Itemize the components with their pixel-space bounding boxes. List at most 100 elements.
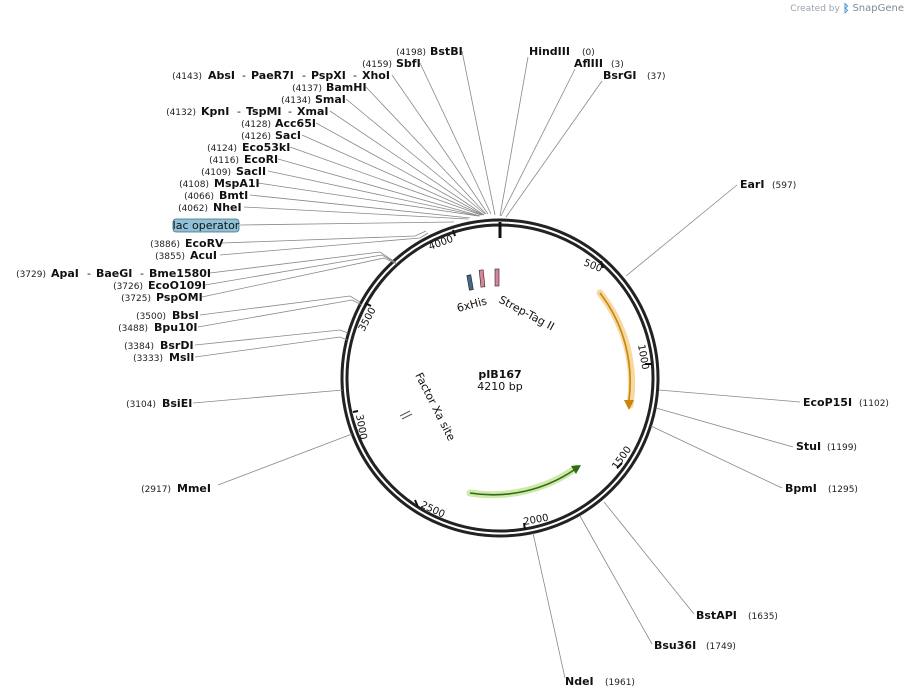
leader-mspa1i <box>257 182 479 217</box>
site-name: BpmI <box>785 482 817 495</box>
site-name: AflIII <box>574 57 603 70</box>
factor-xa-mark-2 <box>401 413 413 420</box>
site-name: StuI <box>796 440 821 453</box>
leader-eari <box>625 184 738 277</box>
site-name: ApaI <box>51 267 79 280</box>
leader-acc65i <box>315 122 484 216</box>
site-pos: (597) <box>772 181 796 191</box>
orf-arc-green-glow <box>466 464 580 499</box>
site-name: BstBI <box>430 45 463 58</box>
tick-label-2000: 2000 <box>523 513 550 528</box>
tick-label-3000: 3000 <box>353 414 368 441</box>
leader-ecop15i <box>658 389 801 403</box>
leader-ecorv <box>221 230 427 244</box>
site-pos: (4062) <box>178 204 208 214</box>
site-pos: (4108) <box>179 180 209 190</box>
leader-bamhi <box>365 86 487 215</box>
site-pos: (3333) <box>133 354 163 364</box>
site-pos: (3725) <box>121 294 151 304</box>
site-label-smai: (4134) SmaI <box>281 93 346 106</box>
site-pos: (4137) <box>292 84 322 94</box>
site-label-afliii: AflIII (3) <box>574 57 624 70</box>
site-label-mmei: (2917) MmeI <box>141 482 211 495</box>
site-pos: (3500) <box>136 312 166 322</box>
factor-xa-label: Factor Xa site <box>412 370 458 443</box>
site-pos: (4109) <box>201 168 231 178</box>
site-label-ecop15i: EcoP15I (1102) <box>803 396 889 409</box>
site-name-extra: PspXI <box>311 69 346 82</box>
leader-pspomi <box>201 257 398 298</box>
site-name: SacI <box>275 129 301 142</box>
leader-ndei <box>532 532 566 679</box>
site-name: BsiEI <box>162 397 192 410</box>
site-label-ecori: (4116) EcoRI <box>209 153 278 166</box>
site-label-ecoo109i: (3726) EcoO109I <box>113 279 206 292</box>
strep-tag-feature-box-2 <box>494 268 500 287</box>
site-name: Eco53kI <box>242 141 290 154</box>
site-pos: (0) <box>582 48 595 58</box>
site-label-sbfi: (4159) SbfI <box>362 57 421 70</box>
site-label-bstapi: BstAPI (1635) <box>696 609 778 622</box>
leader-msli <box>194 336 348 358</box>
site-pos: (4143) <box>172 72 202 82</box>
leader-bsrdi <box>194 329 349 346</box>
leader-acui <box>219 232 429 256</box>
site-pos: (4132) <box>166 108 196 118</box>
site-name: BmtI <box>219 189 248 202</box>
orf-arc-orange <box>599 292 631 401</box>
leader-bpmi <box>650 425 783 489</box>
site-pos: (3886) <box>150 240 180 250</box>
site-name: AcuI <box>190 249 217 262</box>
site-name: BsrDI <box>160 339 194 352</box>
separator: - <box>87 267 91 280</box>
orf-arrowhead-green-icon <box>571 465 581 474</box>
site-name-extra: BaeGI <box>96 267 132 280</box>
site-name-extra: Bme1580I <box>149 267 211 280</box>
site-pos: (3104) <box>126 400 156 410</box>
site-name: EcoRI <box>244 153 278 166</box>
his-tag-label: 6xHis <box>455 294 488 315</box>
site-name: SbfI <box>396 57 421 70</box>
tick-4000 <box>452 229 456 237</box>
site-label-sacii: (4109) SacII <box>201 165 266 178</box>
his-tag-feature-box <box>466 274 474 291</box>
leader-hindiii <box>499 56 529 217</box>
site-name: Bpu10I <box>154 321 198 334</box>
leader-bpu10i <box>197 299 363 328</box>
site-name: SmaI <box>315 93 346 106</box>
site-name-extra: PaeR7I <box>251 69 294 82</box>
site-name-extra: XhoI <box>362 69 390 82</box>
site-name: PspOMI <box>156 291 203 304</box>
leader-stui <box>655 407 794 448</box>
site-name: BamHI <box>326 81 367 94</box>
leader-saci <box>301 134 483 216</box>
site-pos: (3729) <box>16 270 46 280</box>
site-leader-lines <box>192 50 801 679</box>
site-name: AbsI <box>208 69 235 82</box>
site-pos: (4134) <box>281 96 311 106</box>
leader-bsrgi <box>505 80 603 218</box>
tick-label-1000: 1000 <box>635 344 650 371</box>
site-name: Acc65I <box>275 117 316 130</box>
leader-bbsi <box>199 295 361 316</box>
site-pos: (4116) <box>209 156 239 166</box>
site-name: MspA1I <box>214 177 260 190</box>
site-label-mspa1i: (4108) MspA1I <box>179 177 260 190</box>
separator: - <box>140 267 144 280</box>
site-name: BbsI <box>172 309 199 322</box>
site-pos: (4198) <box>396 48 426 58</box>
site-label-bsrgi: BsrGI (37) <box>603 69 665 82</box>
plasmid-length: 4210 bp <box>477 380 522 393</box>
snapgene-logo-icon: ᛒ <box>842 2 850 15</box>
leader-ecori <box>277 158 481 217</box>
plasmid-name: pIB167 <box>478 368 521 381</box>
tick-3500 <box>364 302 372 307</box>
orf-arc-green <box>469 469 575 496</box>
site-label-eari: EarI (597) <box>740 178 796 191</box>
site-name: MslI <box>169 351 194 364</box>
site-pos: (1199) <box>827 443 857 453</box>
site-name: NheI <box>213 201 242 214</box>
site-label-ndei: NdeI (1961) <box>565 675 635 688</box>
site-pos: (1295) <box>828 485 858 495</box>
